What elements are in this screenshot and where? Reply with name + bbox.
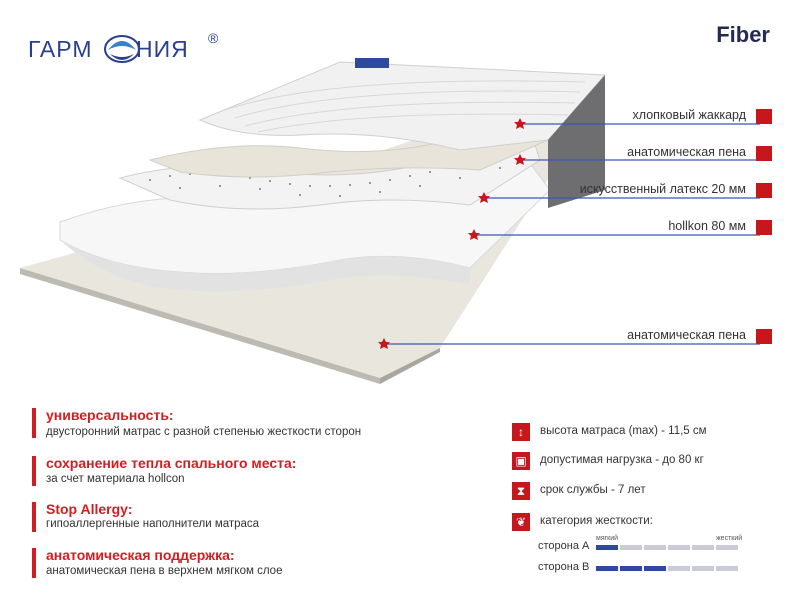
firmness-scale-side-a (596, 545, 738, 550)
product-name: Fiber (716, 22, 770, 47)
layer-marker-square (756, 220, 772, 235)
feature-desc: анатомическая пена в верхнем мягком слое (46, 565, 283, 577)
firmness-scale-cell (692, 566, 714, 571)
firmness-scale-side-b (596, 566, 738, 571)
feature-desc: двусторонний матрас с разной степенью же… (46, 426, 362, 438)
layer-marker-square (756, 109, 772, 124)
layer-marker-square (756, 146, 772, 161)
mattress-illustration (20, 58, 760, 384)
registered-mark: ® (208, 30, 219, 46)
mattress-label-tag (355, 58, 389, 68)
feature-accent-bar (32, 548, 36, 578)
firmness-soft-label: мягкий (596, 535, 619, 542)
hourglass-icon: ⧗ (512, 482, 530, 500)
layer-label-anatomic-foam-top: анатомическая пена (627, 145, 746, 159)
brand-mark-icon (104, 35, 140, 63)
spec-load: допустимая нагрузка - до 80 кг (540, 454, 704, 466)
brand-name-left: ГАРМ (28, 36, 93, 62)
feature-accent-bar (32, 408, 36, 438)
spec-height: высота матраса (max) - 11,5 см (540, 425, 707, 437)
feature-title: Stop Allergy: (46, 501, 133, 517)
firmness-scale-cell (620, 566, 642, 571)
feature-accent-bar (32, 502, 36, 532)
firmness-scale-cell (644, 545, 666, 550)
firmness-side-b-label: сторона В (538, 561, 590, 573)
feature-title: универсальность: (46, 407, 174, 423)
leaf-icon: ❦ (512, 513, 530, 531)
firmness-scale-cell (668, 566, 690, 571)
feature-desc: гипоаллергенные наполнители матраса (46, 518, 260, 530)
feature-title: сохранение тепла спального места: (46, 455, 297, 471)
firmness-scale-cell (620, 545, 642, 550)
brand-name-right: НИЯ (136, 36, 189, 62)
firmness-scale-cell (692, 545, 714, 550)
firmness-scale-cell (596, 545, 618, 550)
spec-firmness-title: категория жесткости: (540, 515, 653, 527)
callout-stars (378, 118, 526, 349)
firmness-scale-cell (596, 566, 618, 571)
layer-label-latex: искусственный латекс 20 мм (579, 182, 746, 196)
spec-lifetime: срок службы - 7 лет (540, 484, 646, 496)
feature-title: анатомическая поддержка: (46, 547, 235, 563)
feature-desc: за счет материала hollcon (46, 473, 185, 485)
layer-label-hollkon: hollkon 80 мм (668, 219, 746, 233)
height-arrows-icon: ↕ (512, 423, 530, 441)
firmness-scale-cell (716, 566, 738, 571)
layer-label-anatomic-foam-bottom: анатомическая пена (627, 328, 746, 342)
feature-accent-bar (32, 456, 36, 486)
firmness-side-a-label: сторона А (538, 540, 590, 552)
layer-marker-square (756, 183, 772, 198)
layer-marker-square (756, 329, 772, 344)
firmness-scale-cell (668, 545, 690, 550)
firmness-scale-cell (716, 545, 738, 550)
firmness-hard-label: жесткий (716, 535, 743, 542)
weight-icon: ▣ (512, 452, 530, 470)
firmness-scale-cell (644, 566, 666, 571)
layer-label-jacquard: хлопковый жаккард (632, 108, 746, 122)
brand-logo: ГАРМ НИЯ ® (28, 28, 218, 72)
